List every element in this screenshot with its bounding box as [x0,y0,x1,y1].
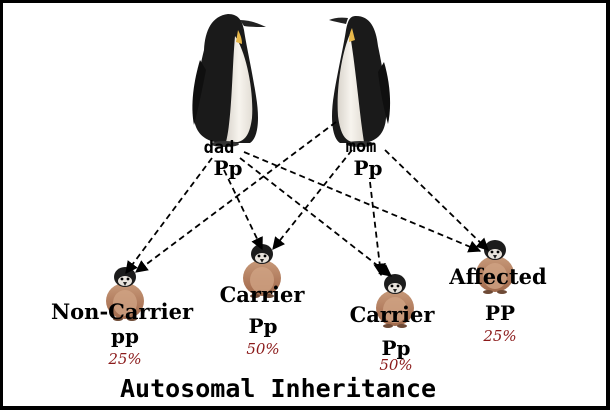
carrier1-percent: 50% [246,340,280,358]
carrier2-genotype: Pp [381,336,411,360]
arrow-mom-carrier1 [272,149,353,250]
noncarrier-phenotype: Non-Carrier [50,299,194,324]
mom-label: mom [345,137,377,157]
affected-phenotype: Affected [449,264,547,289]
carrier1-phenotype: Carrier [219,282,305,307]
arrow-mom-noncarrier [134,121,337,273]
arrow-mom-affected [384,149,489,251]
dad-genotype: Pp [213,156,243,180]
noncarrier-percent: 25% [108,350,142,368]
mom-genotype: Pp [353,156,383,180]
carrier2-percent: 50% [379,356,413,374]
affected-percent: 25% [483,327,517,345]
noncarrier-genotype: pp [111,324,139,348]
arrow-dad-carrier1 [223,169,263,251]
dad-penguin-icon [192,14,266,147]
affected-genotype: PP [484,301,516,325]
arrow-mom-carrier2 [369,181,386,277]
arrow-dad-noncarrier [125,157,213,275]
mom-penguin-icon [329,16,391,147]
diagram-title: Autosomal Inheritance [119,374,437,403]
arrow-dad-carrier2 [239,157,392,277]
dad-label: dad [203,138,235,158]
arrow-dad-affected [243,151,482,253]
carrier1-genotype: Pp [248,314,278,338]
carrier2-phenotype: Carrier [349,302,435,327]
